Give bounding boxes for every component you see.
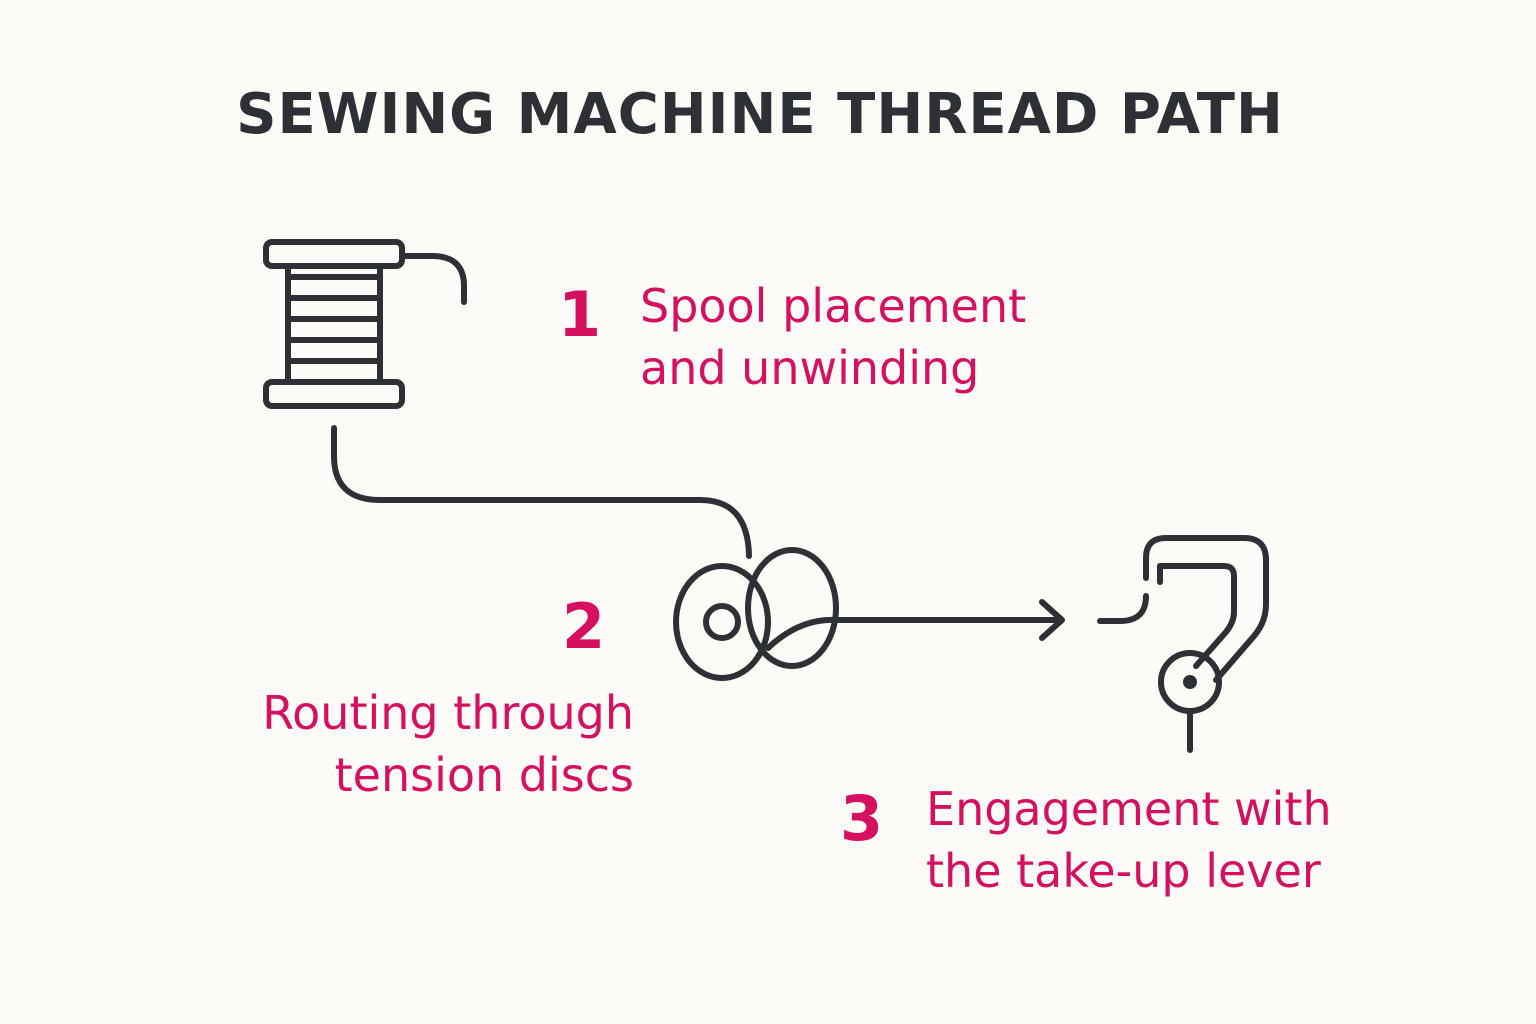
take-up-lever-icon — [1097, 535, 1269, 753]
step-3-label-line-1: Engagement with — [926, 782, 1332, 836]
tension-discs-icon — [673, 547, 839, 681]
step-2-label-line-2: tension discs — [334, 748, 634, 802]
step-3-label-line-2: the take-up lever — [926, 844, 1321, 898]
step-3-number: 3 — [840, 782, 884, 855]
step-2-number: 2 — [562, 590, 606, 663]
thread-arrow — [765, 599, 1065, 651]
step-1-number: 1 — [558, 278, 602, 351]
step-2-label: Routing through tension discs — [234, 682, 634, 806]
spool-icon — [263, 239, 467, 409]
step-3-label: Engagement with the take-up lever — [926, 778, 1332, 902]
step-1-label: Spool placement and unwinding — [640, 275, 1026, 399]
step-1-label-line-2: and unwinding — [640, 341, 980, 395]
thread-line — [331, 425, 752, 559]
diagram-title: SEWING MACHINE THREAD PATH — [236, 82, 1284, 147]
step-1-label-line-1: Spool placement — [640, 279, 1027, 333]
step-2-label-line-1: Routing through — [262, 686, 634, 740]
